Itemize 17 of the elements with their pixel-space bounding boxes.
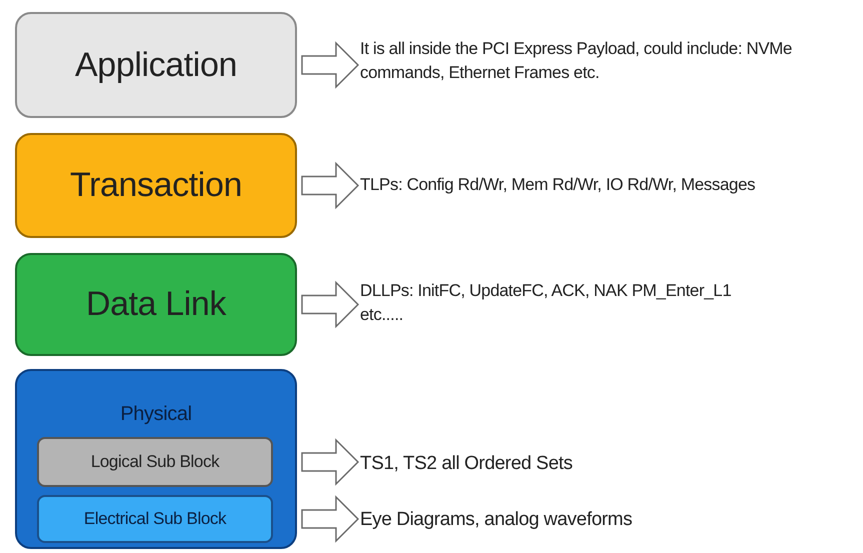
layer-box: Transaction — [15, 133, 297, 238]
description-text: DLLPs: InitFC, UpdateFC, ACK, NAK PM_Enter_L1 etc..... — [360, 268, 860, 338]
description-text: It is all inside the PCI Express Payload, could include: NVMe commands, Ethernet Frames etc. — [360, 6, 860, 116]
block-arrow — [301, 41, 360, 89]
description-text: Eye Diagrams, analog waveforms — [360, 503, 860, 537]
block-arrow — [301, 280, 360, 328]
layer-title: Physical — [120, 402, 192, 427]
block-arrow — [301, 162, 360, 210]
block-arrow — [301, 495, 360, 543]
layer-box: Application — [15, 12, 297, 118]
layer-box — [15, 369, 297, 549]
sub-block-box: Logical Sub Block — [37, 437, 273, 487]
description-text: TS1, TS2 all Ordered Sets — [360, 447, 860, 481]
sub-block-box: Electrical Sub Block — [37, 495, 273, 543]
block-arrow — [301, 438, 360, 486]
layer-box: Data Link — [15, 253, 297, 356]
description-text: TLPs: Config Rd/Wr, Mem Rd/Wr, IO Rd/Wr, Messages — [360, 150, 860, 220]
